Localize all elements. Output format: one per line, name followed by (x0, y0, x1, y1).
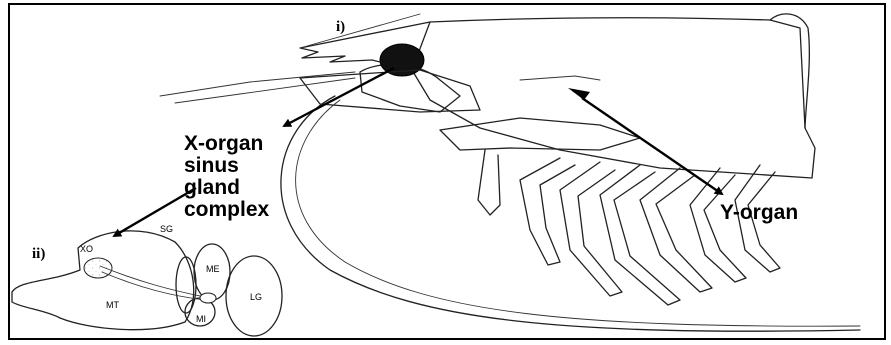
carapace-edge (770, 14, 809, 128)
xorgan-label-4: complex (184, 198, 270, 221)
maxilliped-2 (478, 150, 500, 215)
xo-cell-cluster (84, 258, 112, 278)
panel-ii-label: ii) (32, 246, 45, 262)
upper-flagellum (300, 14, 420, 48)
mt-label: MT (106, 300, 119, 310)
walking-legs (520, 158, 780, 305)
neurosecretory-tract (100, 266, 205, 297)
yorgan-arrow (582, 98, 722, 194)
shrimp-illustration (160, 14, 860, 331)
mi-label: MI (196, 314, 206, 324)
xo-label: XO (80, 244, 93, 254)
antennule (160, 72, 355, 96)
xorgan-arrow (284, 68, 394, 126)
y-organ-mark (568, 88, 590, 100)
neurosecretory-tract-2 (102, 272, 205, 300)
carapace-groove (520, 76, 600, 80)
eyestalk-inset: XO SG ME MT MI LG (12, 224, 282, 336)
sg-label: SG (160, 224, 173, 234)
xorgan-label-3: gland (184, 176, 240, 199)
carapace (412, 18, 815, 178)
panel-i-label: i) (336, 19, 345, 35)
lg-label: LG (250, 292, 262, 302)
me-label: ME (206, 264, 220, 274)
sinus-gland-bulb (200, 293, 216, 303)
xorgan-label-2: sinus (184, 154, 239, 177)
yorgan-label: Y-organ (720, 201, 798, 224)
xorgan-label-1: X-organ (184, 132, 263, 155)
